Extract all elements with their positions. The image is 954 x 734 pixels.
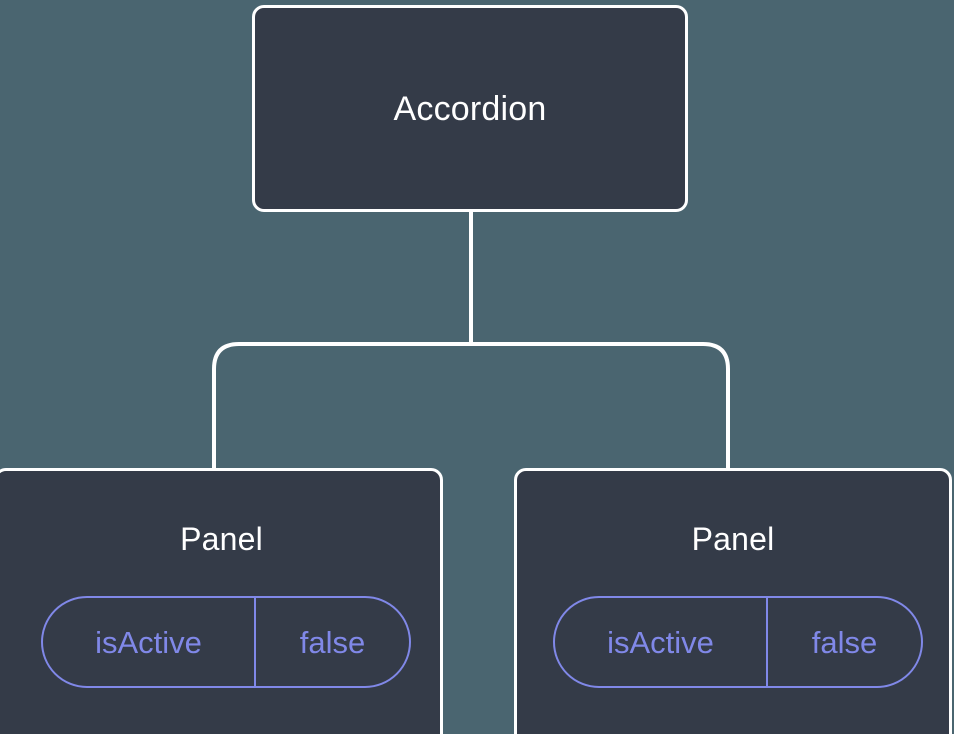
node-panel-2-state-pill[interactable]: isActive false <box>553 596 923 688</box>
node-panel-2-state-key: isActive <box>555 598 768 686</box>
node-panel-1-state-pill[interactable]: isActive false <box>41 596 411 688</box>
edge-to-right-child <box>471 342 730 470</box>
node-panel-1-state-key: isActive <box>43 598 256 686</box>
node-panel-2-state-value: false <box>811 624 878 660</box>
node-accordion-label: Accordion <box>393 89 547 128</box>
node-panel-2-label: Panel <box>691 521 775 557</box>
node-accordion[interactable]: Accordion <box>252 5 688 212</box>
edge-to-left-child <box>212 342 471 470</box>
node-panel-1-label: Panel <box>180 521 263 557</box>
node-panel-1[interactable]: Panel isActive false <box>0 468 443 734</box>
node-panel-2[interactable]: Panel isActive false <box>514 468 952 734</box>
node-panel-1-state-value: false <box>299 624 366 660</box>
